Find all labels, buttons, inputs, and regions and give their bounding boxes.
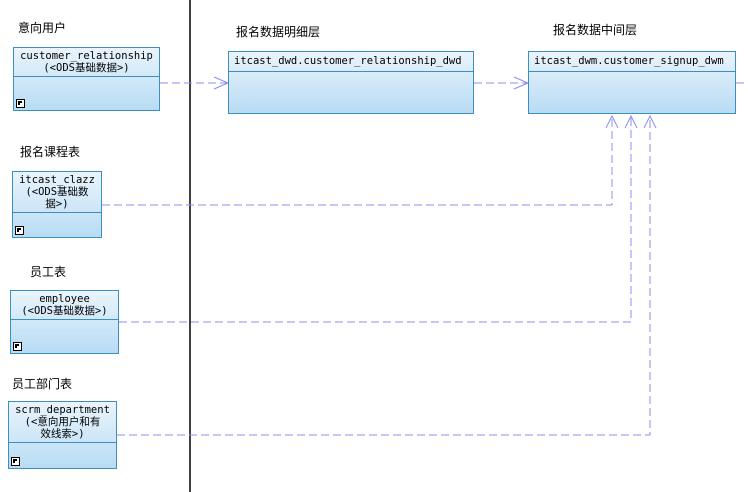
arrowhead-dept <box>643 114 657 129</box>
label-dwd-layer: 报名数据明细层 <box>236 25 321 39</box>
entity-dwm[interactable]: itcast_dwm.customer_signup_dwm <box>528 51 736 114</box>
label-dwm-layer: 报名数据中间层 <box>553 23 638 37</box>
label-dept-table: 员工部门表 <box>12 377 73 391</box>
label-course-table: 报名课程表 <box>20 145 81 159</box>
connector-clazz-to-dwm <box>102 116 613 206</box>
shortcut-icon <box>16 99 25 108</box>
entity-employee[interactable]: employee (<ODS基础数据>) <box>10 290 119 354</box>
entity-title: itcast_dwd.customer_relationship_dwd <box>229 52 473 72</box>
entity-title: customer_relationship (<ODS基础数据>) <box>14 48 159 77</box>
connector-employee-to-dwm <box>119 116 632 323</box>
layer-divider <box>189 0 191 492</box>
entity-itcast-clazz[interactable]: itcast_clazz (<ODS基础数 据>) <box>12 171 102 238</box>
connector-dept-to-dwm <box>117 116 651 436</box>
entity-title: itcast_clazz (<ODS基础数 据>) <box>13 172 101 213</box>
shortcut-icon <box>15 226 24 235</box>
entity-scrm-department[interactable]: scrm_department (<意向用户和有 效线索>) <box>8 401 117 469</box>
label-intent-users: 意向用户 <box>18 21 67 35</box>
entity-dwd[interactable]: itcast_dwd.customer_relationship_dwd <box>228 51 474 114</box>
entity-title: scrm_department (<意向用户和有 效线索>) <box>9 402 116 443</box>
shortcut-icon <box>13 342 22 351</box>
entity-customer-relationship[interactable]: customer_relationship (<ODS基础数据>) <box>13 47 160 111</box>
arrowhead-clazz <box>605 114 619 129</box>
arrowhead-employee <box>624 114 638 129</box>
shortcut-icon <box>11 457 20 466</box>
label-employee-table: 员工表 <box>30 265 67 279</box>
entity-title: employee (<ODS基础数据>) <box>11 291 118 320</box>
entity-title: itcast_dwm.customer_signup_dwm <box>529 52 735 72</box>
